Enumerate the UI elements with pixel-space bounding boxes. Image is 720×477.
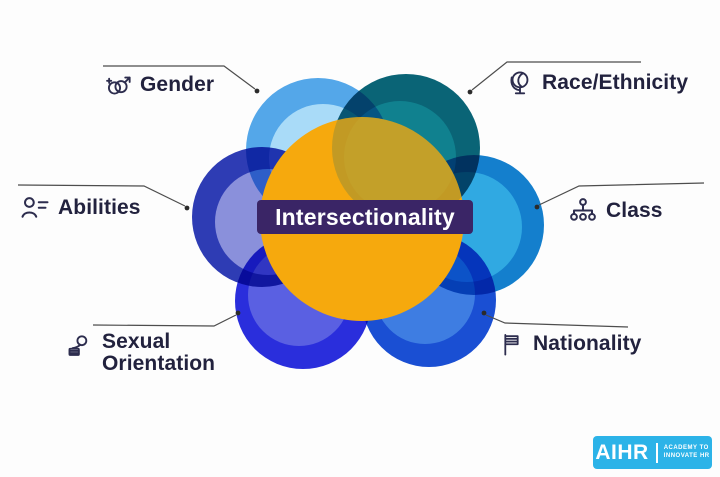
callout-line-gender xyxy=(103,65,256,90)
person-list-icon xyxy=(21,197,49,218)
callout-lines xyxy=(17,61,705,328)
aihr-logo-tagline-line1: ACADEMY TO xyxy=(663,444,709,451)
flag-icon xyxy=(504,334,519,356)
label-abilities-text: Abilities xyxy=(58,195,141,219)
callout-dot-race-ethnicity xyxy=(467,89,473,95)
callout-line-race-ethnicity xyxy=(471,61,641,91)
aihr-logo-divider xyxy=(655,442,658,463)
aihr-logo-tagline-line2: INNOVATE HR xyxy=(663,452,710,459)
callout-dot-nationality xyxy=(481,310,487,316)
label-class-text: Class xyxy=(606,198,663,222)
aihr-logo-brand: AIHR xyxy=(595,440,649,464)
label-race-ethnicity: Race/Ethnicity xyxy=(506,69,688,97)
aihr-logo: AIHR ACADEMY TO INNOVATE HR xyxy=(593,436,712,469)
callout-dot-sexual-orientation xyxy=(235,310,241,316)
label-abilities: Abilities xyxy=(20,193,141,223)
callout-dot-gender xyxy=(254,88,260,94)
label-sexual-orientation-text: Sexual Orientation xyxy=(102,330,216,376)
callout-dot-abilities xyxy=(184,205,190,211)
label-class: Class xyxy=(568,196,663,226)
person-flag-icon xyxy=(68,335,88,356)
center-title-band: Intersectionality xyxy=(257,200,473,234)
callout-line-sexual-orientation xyxy=(92,314,237,327)
label-gender: Gender xyxy=(104,71,214,99)
label-race-ethnicity-text: Race/Ethnicity xyxy=(542,70,689,94)
callout-line-nationality xyxy=(485,314,629,328)
callout-line-class xyxy=(538,182,705,206)
aihr-logo-tagline: ACADEMY TO INNOVATE HR xyxy=(664,445,710,461)
callout-dots xyxy=(184,88,540,316)
label-nationality-text: Nationality xyxy=(533,332,642,356)
label-nationality: Nationality xyxy=(498,331,641,358)
callout-dot-class xyxy=(534,204,540,210)
hierarchy-icon xyxy=(570,198,596,221)
callout-line-abilities xyxy=(17,184,186,207)
gender-symbols-icon xyxy=(106,76,131,95)
center-title: Intersectionality xyxy=(275,203,455,230)
label-sexual-orientation: Sexual Orientation xyxy=(66,330,242,376)
globe-icon xyxy=(510,71,529,95)
label-gender-text: Gender xyxy=(140,72,215,96)
